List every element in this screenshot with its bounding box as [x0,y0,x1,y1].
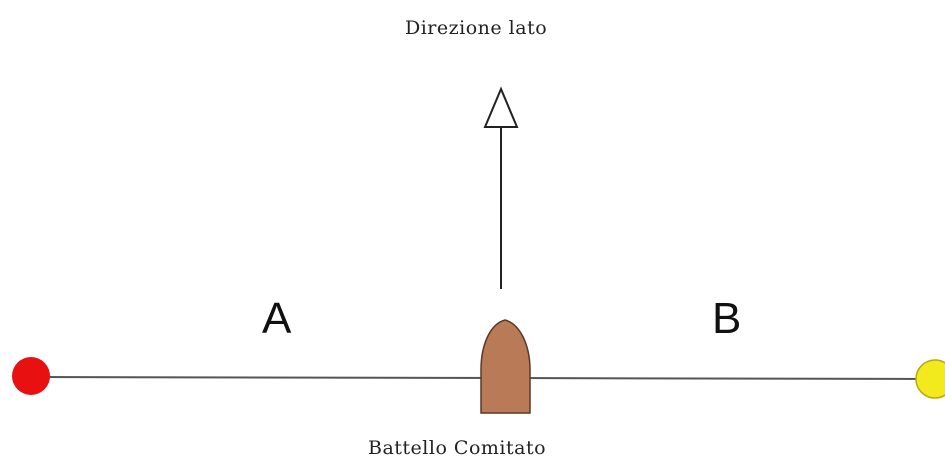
arrow-up-icon [483,86,519,128]
red-buoy-icon [12,357,50,395]
segment-b-label: B [712,294,742,343]
boat-label: Battello Comitato [368,437,547,459]
yellow-buoy-icon [915,359,945,399]
direction-label: Direzione lato [405,17,548,39]
segment-a-label: A [262,294,292,343]
committee-boat-icon [480,319,531,414]
